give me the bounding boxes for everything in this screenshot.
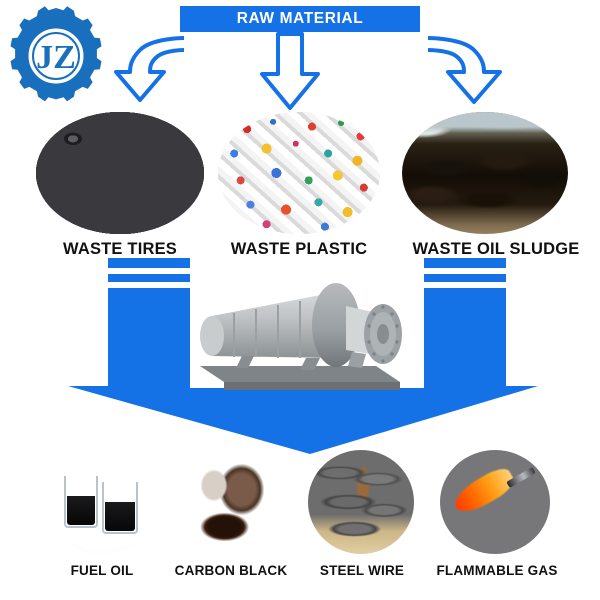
raw-material-label: RAW MATERIAL	[236, 10, 364, 27]
gear-icon: JZ	[10, 6, 102, 102]
beaker-icon	[102, 482, 138, 534]
logo-text: JZ	[36, 39, 76, 76]
curved-arrow-down-left-icon	[100, 34, 188, 112]
waste-plastic-image	[218, 112, 380, 234]
carbon-black-label: CARBON BLACK	[174, 563, 288, 578]
steel-wire-image	[308, 450, 414, 554]
bundles-of-recovered-steel-wire-photo	[308, 450, 414, 554]
fuel-oil-label: FUEL OIL	[70, 563, 134, 578]
company-logo: JZ	[4, 6, 108, 106]
waste-plastic-label: WASTE PLASTIC	[230, 240, 368, 258]
flame-icon	[449, 463, 518, 519]
oil-sludge-heap-photo	[402, 112, 568, 234]
waste-oil-sludge-label: WASTE OIL SLUDGE	[412, 240, 580, 258]
burning-gas-torch-flame-photo	[440, 450, 550, 554]
mixed-waste-plastic-photo	[218, 112, 380, 234]
flammable-gas-label: FLAMMABLE GAS	[436, 563, 558, 578]
steel-wire-label: STEEL WIRE	[319, 563, 405, 578]
pile-of-waste-tires-photo	[36, 112, 204, 234]
waste-tires-image	[36, 112, 204, 234]
waste-tires-label: WASTE TIRES	[62, 240, 178, 258]
curved-arrow-down-right-icon	[424, 34, 516, 112]
flammable-gas-image	[440, 450, 550, 554]
pyrolysis-reactor-image	[186, 270, 418, 396]
merge-arrow-down-icon	[0, 258, 600, 468]
waste-oil-sludge-image	[402, 112, 568, 234]
carbon-black-powder-spilling-from-container-photo	[178, 450, 284, 554]
arrow-down-icon	[254, 30, 326, 112]
carbon-black-image	[178, 450, 284, 554]
fuel-oil-image	[48, 450, 158, 554]
two-beakers-of-dark-fuel-oil-photo	[48, 450, 158, 554]
horizontal-rotary-pyrolysis-reactor-photo	[200, 283, 402, 390]
raw-material-banner: RAW MATERIAL	[180, 6, 420, 32]
beaker-icon	[64, 476, 98, 528]
